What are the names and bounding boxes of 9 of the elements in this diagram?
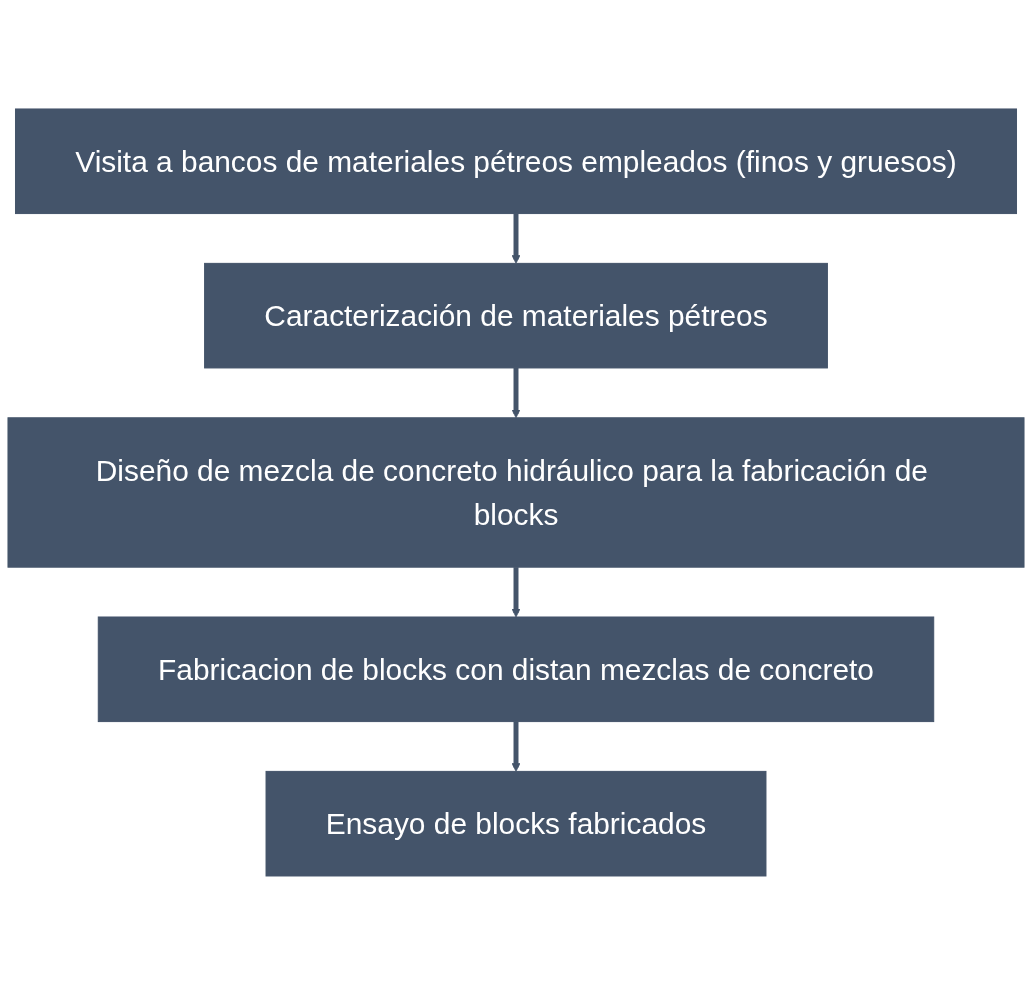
arrow <box>511 368 521 419</box>
arrow <box>511 213 521 264</box>
node-box: Fabricacion de blocks con distan mezclas de concreto <box>97 616 935 723</box>
node-box: Ensayo de blocks fabricados <box>265 770 767 877</box>
node-box: Caracterización de materiales pétreos <box>204 262 828 369</box>
node-box: Visita a bancos de materiales pétreos empleados (finos y gruesos) <box>15 108 1017 215</box>
node-box: Diseño de mezcla de concreto hidráulico para la fabricación de blocks <box>7 417 1025 568</box>
arrow <box>511 721 521 772</box>
arrow <box>511 567 521 618</box>
